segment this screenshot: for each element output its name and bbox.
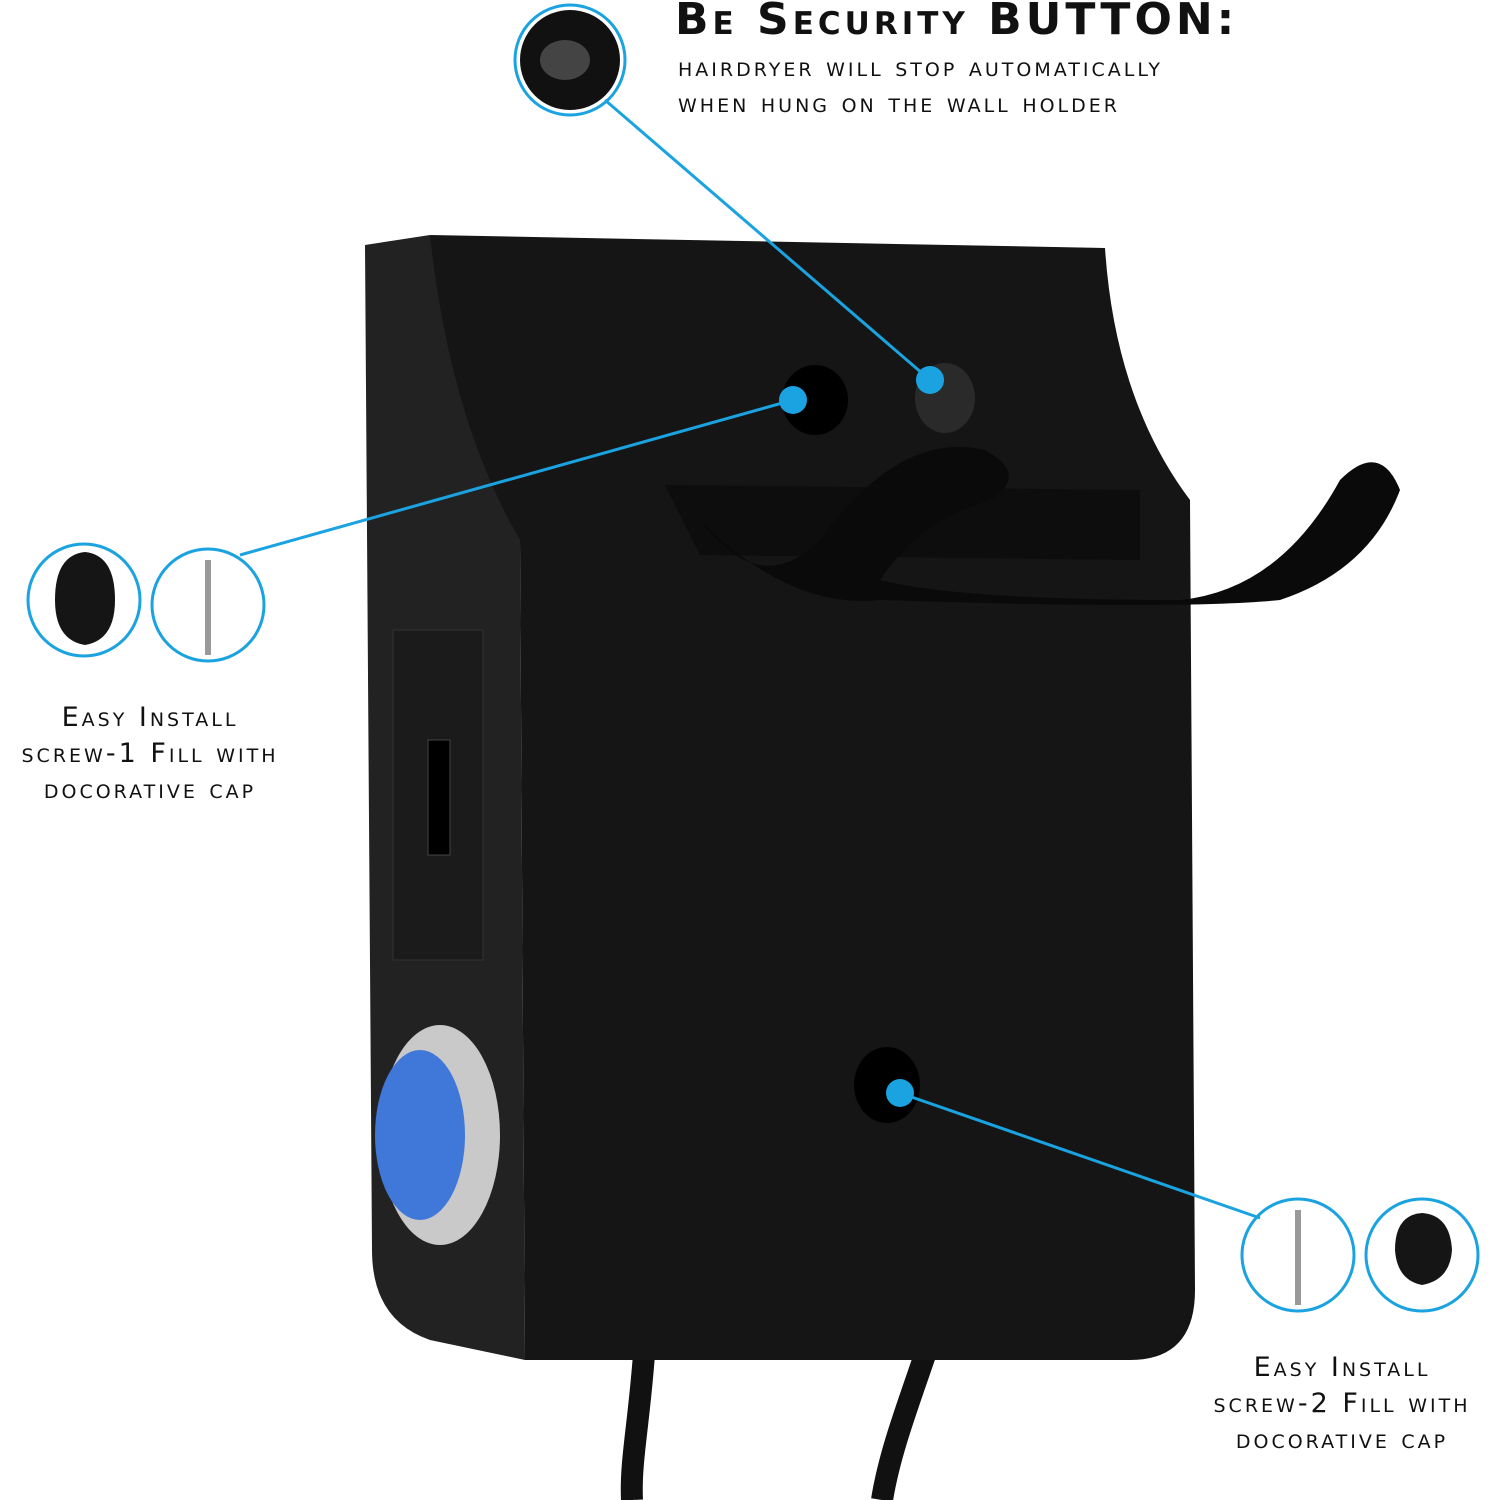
left-callout-line: Easy Install	[61, 702, 239, 733]
left-callout-line: docorative cap	[43, 774, 257, 805]
screw-icon	[1295, 1210, 1301, 1305]
cap-1-circle	[26, 542, 142, 658]
headline: Be Security BUTTON:	[675, 0, 1239, 45]
hook	[700, 446, 1400, 605]
screw-icon	[205, 560, 211, 655]
usb-port	[427, 739, 451, 856]
right-callout-text: Easy Install screw-2 Fill with docorativ…	[1192, 1350, 1492, 1458]
left-callout-text: Easy Install screw-1 Fill with docorativ…	[0, 700, 300, 808]
callout-line-screw-2	[899, 1091, 1261, 1220]
callout-line-security	[604, 98, 931, 382]
right-callout-line: Easy Install	[1253, 1352, 1431, 1383]
security-button-circle	[513, 3, 627, 117]
cap-icon	[1395, 1213, 1452, 1285]
power-cable	[620, 1339, 656, 1500]
screw-2-circle	[1240, 1197, 1356, 1313]
headline-line-2: WHEN HUNG ON THE WALL HOLDER	[678, 88, 1120, 119]
screw-hole-1	[782, 365, 848, 435]
screw-1-circle	[150, 547, 266, 663]
cap-2-circle	[1364, 1197, 1480, 1313]
power-switch	[375, 1050, 465, 1220]
power-cable	[871, 1336, 941, 1500]
left-callout-line: screw-1 Fill with	[21, 738, 279, 769]
right-callout-line: docorative cap	[1235, 1424, 1449, 1455]
right-callout-line: screw-2 Fill with	[1213, 1388, 1471, 1419]
cap-icon	[55, 552, 115, 645]
headline-line-1: HAIRDRYER WILL STOP AUTOMATICALLY	[678, 52, 1164, 83]
callout-line-screw-1	[239, 398, 794, 557]
